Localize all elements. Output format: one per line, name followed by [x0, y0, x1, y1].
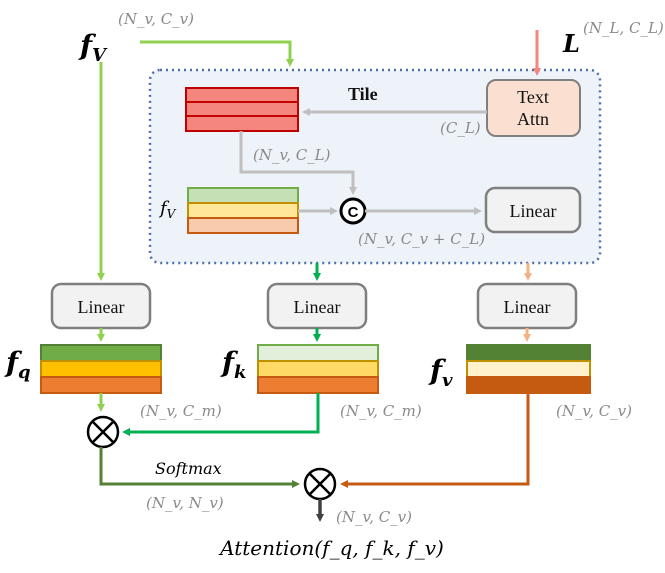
- linear-v-label: Linear: [504, 297, 551, 317]
- output-dims: (N_v, C_v): [336, 508, 412, 526]
- fk-block: [257, 344, 379, 394]
- multiply-icon-2: [303, 467, 337, 501]
- text-attn-box: [486, 79, 581, 137]
- arrow-tile-to-concat: [239, 131, 357, 195]
- visual-dims: (N_v, C_v): [118, 10, 194, 28]
- fv-label: fv: [428, 354, 453, 391]
- fq-label: fq: [4, 346, 31, 383]
- arrow-fk-to-mult1: [122, 393, 320, 436]
- linear-k-label: Linear: [294, 297, 341, 317]
- fq-block: [40, 344, 162, 394]
- inner-linear-label: Linear: [510, 201, 557, 221]
- concat-symbol: C: [348, 204, 359, 221]
- text-attn-label-line2: Attn: [517, 109, 549, 129]
- tile-label: Tile: [348, 84, 378, 104]
- linear-q-label: Linear: [78, 297, 125, 317]
- concat-dims: (N_v, C_v + C_L): [358, 230, 485, 248]
- inner-fv-block: [187, 187, 299, 234]
- output-label: Attention(f_q, f_k, f_v): [218, 536, 444, 560]
- fq-dims: (N_v, C_m): [140, 402, 222, 420]
- fk-dims: (N_v, C_m): [340, 402, 422, 420]
- softmax-label: Softmax: [155, 459, 222, 478]
- multiply-icon-1: [86, 415, 120, 449]
- visual-feature-label: fV: [78, 29, 108, 66]
- tiled-language-block: [185, 87, 299, 132]
- tiled-dims: (N_v, C_L): [253, 146, 331, 164]
- arrow-fv-to-fusion: [140, 40, 294, 67]
- language-feature-label: L: [562, 29, 580, 58]
- inner-linear-box: [484, 186, 582, 234]
- text-attn-label-line1: Text: [517, 87, 549, 107]
- attn-map-dims: (N_v, N_v): [146, 494, 224, 512]
- arrow-fv-to-mult2: [340, 393, 530, 488]
- arrow-softmax-to-mult2: [99, 447, 300, 488]
- fv-block: [466, 344, 591, 394]
- fv-dims: (N_v, C_v): [556, 402, 632, 420]
- fk-label: fk: [220, 346, 247, 383]
- text-attn-out-dims: (C_L): [440, 119, 481, 137]
- language-dims: (N_L, C_L): [583, 19, 664, 37]
